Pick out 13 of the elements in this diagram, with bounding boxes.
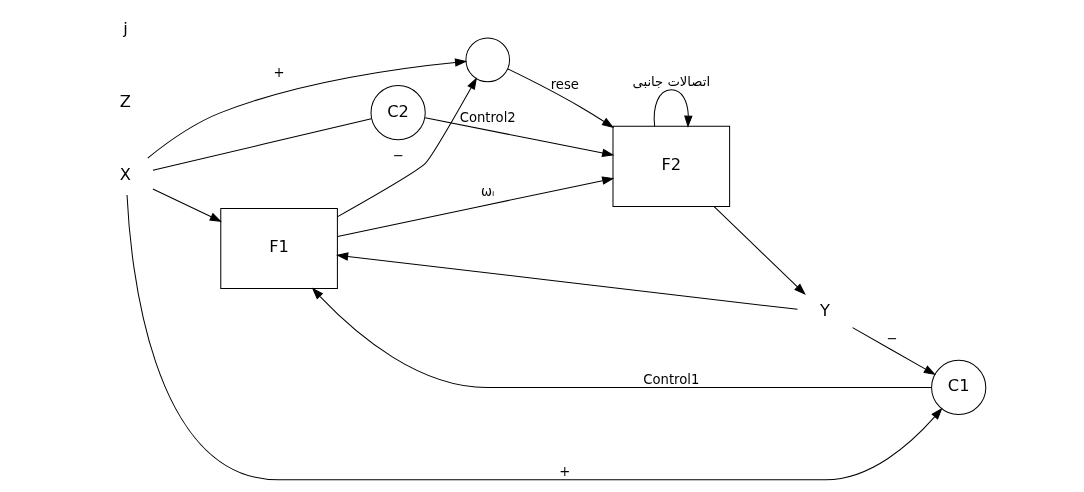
node-text: Y (819, 301, 830, 321)
label: Z (119, 92, 131, 112)
edge-label: Control2 (459, 110, 516, 126)
node-text: X (119, 165, 131, 185)
edge-label: + (559, 464, 571, 480)
edge-label: + (273, 64, 285, 80)
edge-label: − (392, 147, 404, 163)
edge-label: ωᵢ (481, 184, 495, 200)
edge-label: − (886, 331, 898, 347)
edge-label: rese (550, 76, 579, 92)
edge-label: اتصالات جانبی (632, 74, 711, 90)
edge-label: Control1 (643, 371, 700, 387)
label: j (123, 19, 128, 39)
